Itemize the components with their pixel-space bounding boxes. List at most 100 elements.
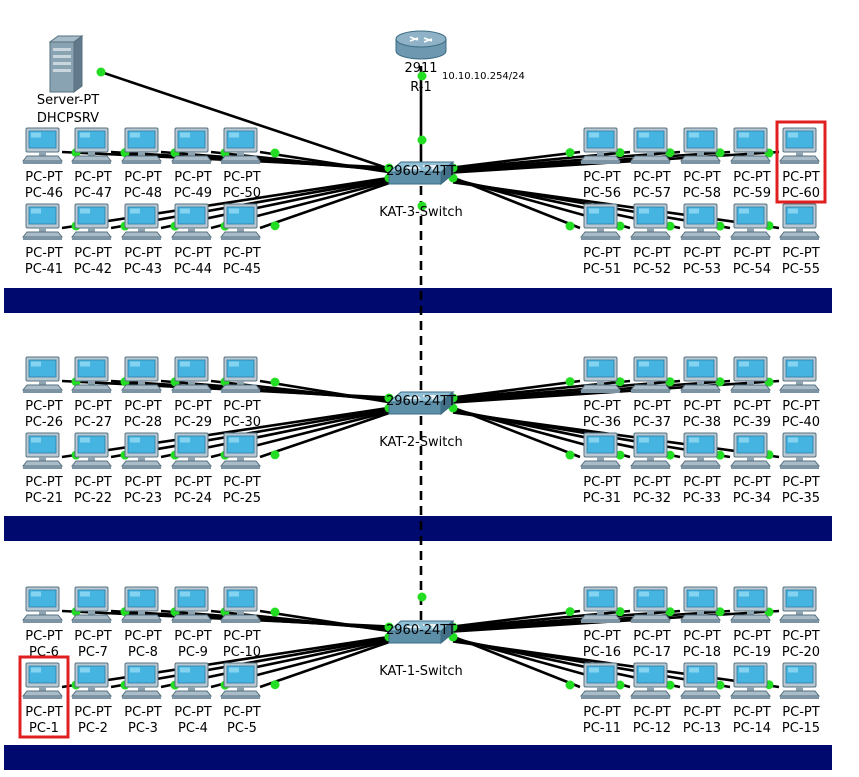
pc-icon[interactable] [170,356,213,393]
switch-icon[interactable] [387,160,455,186]
pc-icon[interactable] [729,432,772,469]
pc-icon[interactable] [679,203,722,240]
pc-icon[interactable] [219,127,262,164]
pc-icon[interactable] [70,127,113,164]
pc-model-label: PC-PT [174,705,211,720]
pc-icon[interactable] [70,432,113,469]
pc-icon[interactable] [120,356,163,393]
pc-icon[interactable] [219,586,262,623]
pc-cable[interactable] [259,379,392,404]
server-icon[interactable] [48,35,84,93]
pc-cable[interactable] [61,635,392,689]
switch-icon[interactable] [387,619,455,645]
pc-name-label: PC-20 [782,645,820,660]
pc-icon[interactable] [679,662,722,699]
pc-icon[interactable] [579,432,622,469]
pc-icon[interactable] [679,586,722,623]
pc-icon[interactable] [778,586,821,623]
pc-icon[interactable] [629,127,672,164]
pc-icon[interactable] [170,586,213,623]
pc-icon[interactable] [70,662,113,699]
link-light [270,450,280,460]
pc-cable[interactable] [259,640,392,689]
pc-icon[interactable] [70,203,113,240]
pc-cable[interactable] [452,379,681,402]
pc-icon[interactable] [579,127,622,164]
pc-icon[interactable] [170,203,213,240]
pc-icon[interactable] [579,662,622,699]
pc-icon[interactable] [778,356,821,393]
pc-cable[interactable] [259,150,392,174]
pc-icon[interactable] [21,586,64,623]
pc-icon[interactable] [579,586,622,623]
router-icon[interactable] [395,30,447,60]
pc-name-label: PC-7 [78,645,108,660]
pc-cable[interactable] [259,181,392,230]
pc-model-label: PC-PT [74,475,111,490]
pc-name-label: PC-40 [782,415,820,430]
pc-icon[interactable] [579,356,622,393]
pc-icon[interactable] [120,586,163,623]
pc-icon[interactable] [120,203,163,240]
pc-cable[interactable] [61,406,392,459]
pc-icon[interactable] [170,432,213,469]
link-light [417,71,427,81]
pc-name-label: PC-49 [174,186,212,201]
pc-icon[interactable] [21,356,64,393]
pc-cable[interactable] [259,411,392,459]
pc-icon[interactable] [629,432,672,469]
pc-icon[interactable] [679,356,722,393]
server-cable[interactable] [100,70,400,174]
pc-icon[interactable] [120,662,163,699]
pc-model-label: PC-PT [124,629,161,644]
link-light [417,592,427,602]
pc-icon[interactable] [729,662,772,699]
pc-cable[interactable] [452,150,581,169]
pc-cable[interactable] [61,176,392,230]
pc-cable[interactable] [452,609,581,628]
pc-icon[interactable] [778,662,821,699]
pc-name-label: PC-11 [583,721,621,736]
highlight-box [775,120,827,204]
pc-icon[interactable] [729,356,772,393]
pc-icon[interactable] [21,432,64,469]
pc-icon[interactable] [729,203,772,240]
pc-icon[interactable] [219,203,262,240]
pc-icon[interactable] [579,203,622,240]
pc-cable[interactable] [452,150,681,172]
pc-model-label: PC-PT [782,399,819,414]
pc-name-label: PC-51 [583,262,621,277]
pc-icon[interactable] [120,127,163,164]
pc-icon[interactable] [629,662,672,699]
pc-icon[interactable] [778,203,821,240]
pc-icon[interactable] [679,127,722,164]
pc-icon[interactable] [219,356,262,393]
pc-icon[interactable] [21,662,64,699]
pc-icon[interactable] [629,203,672,240]
pc-icon[interactable] [120,432,163,469]
pc-icon[interactable] [629,586,672,623]
pc-icon[interactable] [21,203,64,240]
pc-icon[interactable] [629,356,672,393]
switch-icon[interactable] [387,390,455,416]
pc-cable[interactable] [452,379,581,399]
pc-icon[interactable] [219,432,262,469]
pc-icon[interactable] [70,356,113,393]
pc-icon[interactable] [219,662,262,699]
pc-icon[interactable] [170,127,213,164]
pc-icon[interactable] [679,432,722,469]
pc-cable[interactable] [259,609,392,633]
link-light [715,377,725,387]
link-light [270,221,280,231]
pc-icon[interactable] [170,662,213,699]
floor-band [4,516,832,541]
pc-icon[interactable] [21,127,64,164]
pc-icon[interactable] [70,586,113,623]
pc-name-label: PC-46 [25,186,63,201]
pc-cable[interactable] [452,609,681,631]
pc-icon[interactable] [729,127,772,164]
pc-icon[interactable] [729,586,772,623]
pc-icon[interactable] [778,432,821,469]
pc-icon[interactable] [778,127,821,164]
pc-name-label: PC-24 [174,491,212,506]
